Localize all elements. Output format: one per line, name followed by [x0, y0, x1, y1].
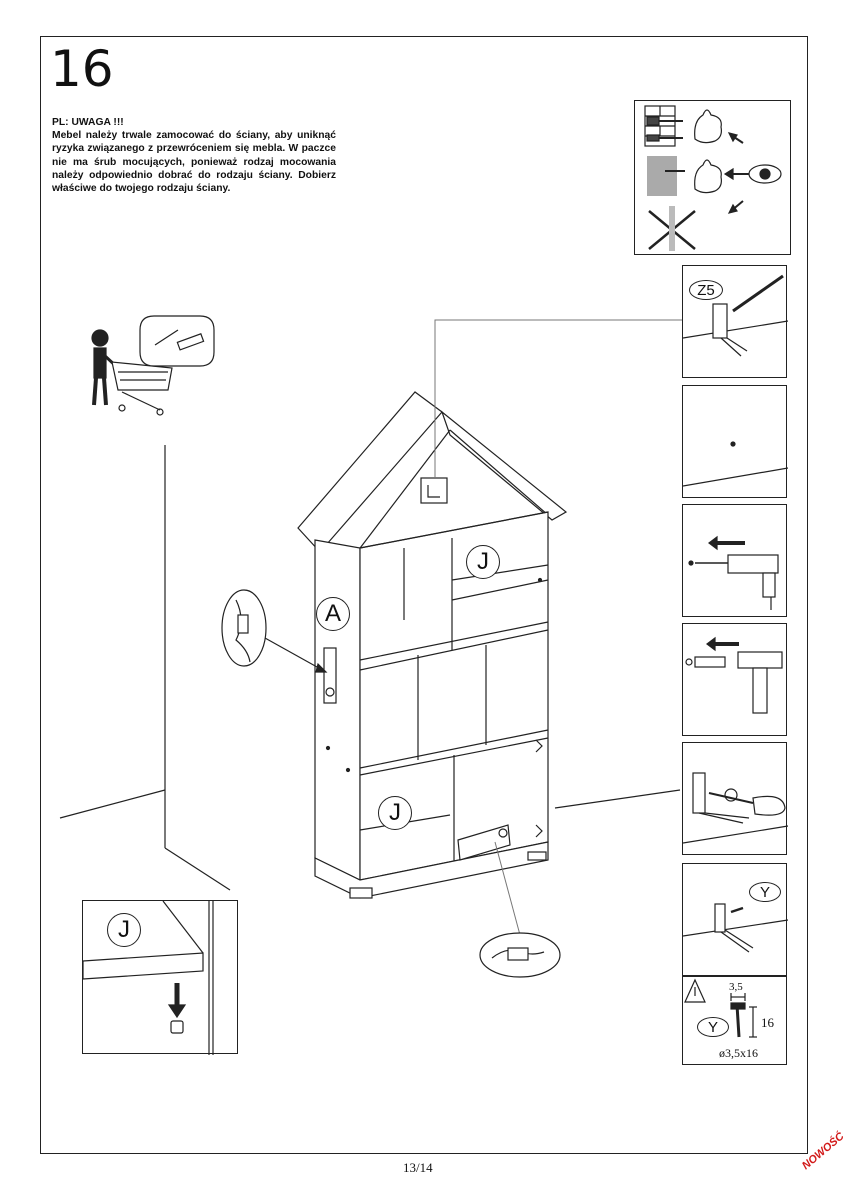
warning-block: PL: UWAGA !!! Mebel należy trwale zamoco… — [52, 116, 336, 195]
warning-heading: PL: UWAGA !!! — [52, 117, 124, 128]
mark-point-panel — [682, 385, 788, 498]
screw-diameter: 3,5 — [729, 981, 743, 993]
shelf-pin-icon — [170, 1020, 184, 1034]
drill-panel — [682, 504, 787, 617]
page-number: 13/14 — [403, 1160, 433, 1175]
screw-icon — [730, 906, 744, 914]
bracket-detail-box — [420, 477, 448, 504]
part-a-label: A — [316, 597, 350, 631]
wall-plug-icon — [694, 656, 726, 668]
roof-right — [440, 410, 568, 521]
step-number: 16 — [50, 40, 114, 98]
screw-y-panel: Y — [682, 863, 788, 976]
part-y-label: Y — [749, 882, 781, 902]
part-j-label: J — [107, 913, 141, 947]
screw-callout-bubble — [139, 315, 215, 367]
part-j-label: J — [466, 545, 500, 579]
thumbs-up-icon — [694, 159, 722, 194]
page-frame — [40, 36, 808, 1154]
pencil-icon — [732, 274, 784, 313]
part-j-label: J — [378, 796, 412, 830]
screw-size: ø3,5x16 — [719, 1046, 758, 1060]
roof-left — [297, 391, 443, 553]
screw-spec-panel: 3,5 16 Y ø3,5x16 — [682, 976, 787, 1065]
hammer-panel — [682, 623, 787, 736]
drill-icon — [727, 554, 779, 574]
hammer-icon — [737, 651, 783, 669]
pencil-mark-panel: Z5 — [682, 265, 788, 378]
cabinet-base — [314, 841, 549, 899]
thumbs-up-icon — [694, 109, 722, 144]
screwdriver-icon — [708, 792, 754, 804]
screw-bracket-panel — [682, 742, 788, 855]
screw-length: 16 — [761, 1015, 774, 1030]
part-y-label: Y — [697, 1017, 729, 1037]
shelf-pin-detail-panel: J — [82, 900, 238, 1055]
part-z5-label: Z5 — [689, 280, 723, 300]
wall-type-panel — [634, 100, 791, 255]
cabinet-side — [314, 539, 361, 881]
wall-type-icons — [644, 105, 782, 251]
warning-text: Mebel należy trwale zamocować do ściany,… — [52, 130, 336, 195]
